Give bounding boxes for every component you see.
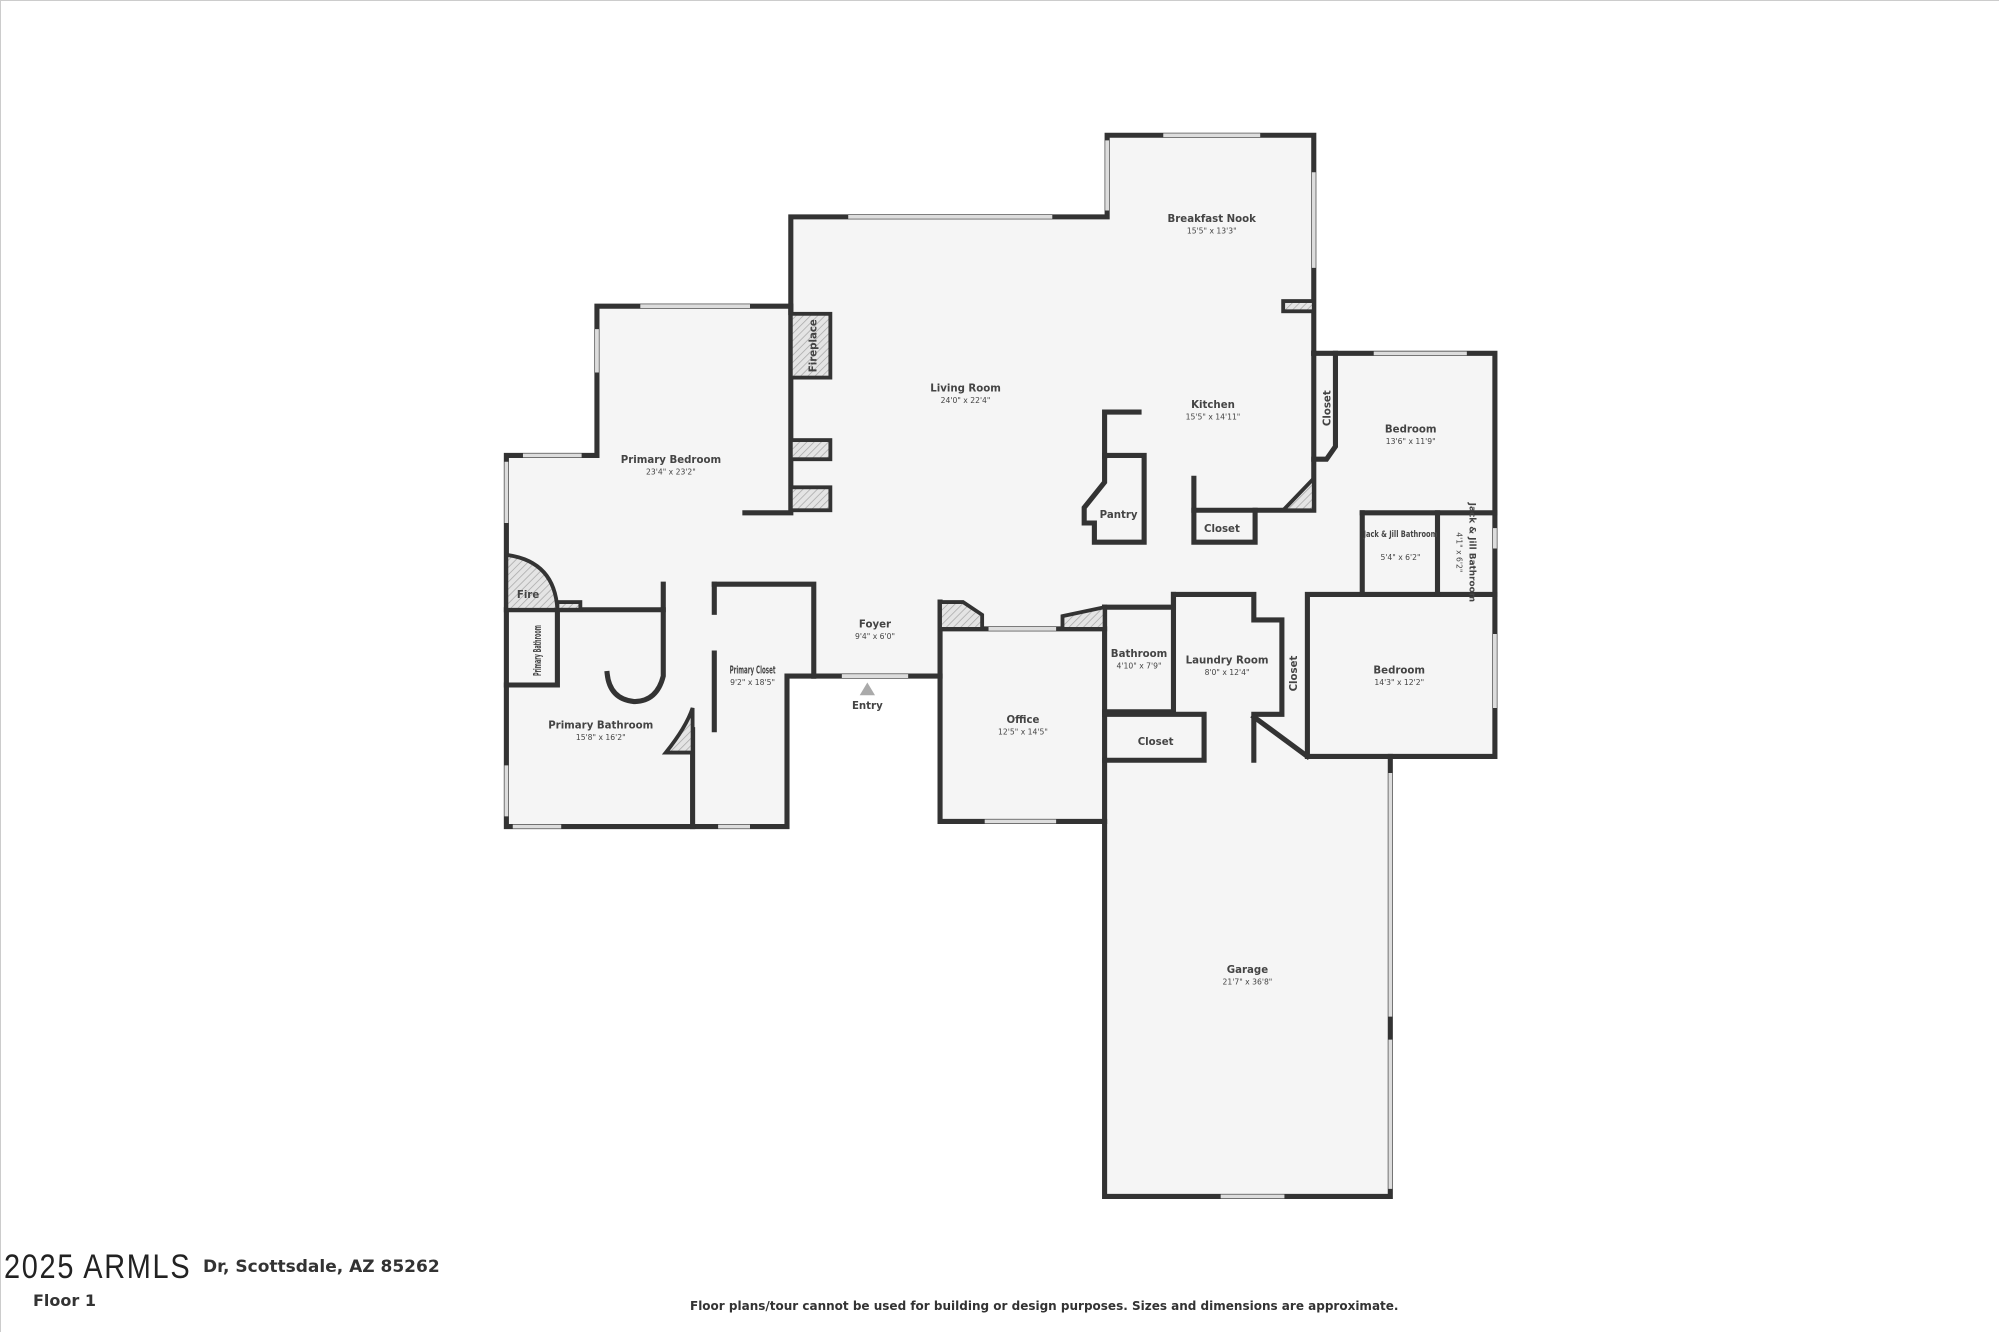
room-dims: 4'1" x 6'2" (1455, 532, 1464, 572)
entry-arrow-icon (859, 682, 875, 696)
fire-label: Fire (517, 590, 539, 601)
room-dims: 15'5" x 14'11" (1186, 413, 1241, 422)
windows (504, 133, 1497, 1199)
room-dims: 15'8" x 16'2" (576, 733, 626, 742)
room-name: Bedroom (1373, 666, 1425, 677)
floor-fill (506, 135, 1495, 1197)
room-dims: 8'0" x 12'4" (1205, 668, 1250, 677)
room-name: Primary Closet (730, 666, 776, 677)
closet-label: Closet (1322, 390, 1333, 426)
room-name: Living Room (930, 384, 1001, 395)
room-name: Jack & Jill Bathroom (1466, 502, 1476, 602)
hatched-elements (504, 299, 1316, 755)
room-name: Kitchen (1191, 400, 1235, 411)
room-dims: 14'3" x 12'2" (1374, 678, 1424, 687)
room-dims: 13'6" x 11'9" (1386, 437, 1436, 446)
room-dims: 12'5" x 14'5" (998, 728, 1048, 737)
room-name: Jack & Jill Bathroom (1363, 530, 1438, 540)
room-dims: 24'0" x 22'4" (941, 396, 991, 405)
watermark: 2025 ARMLS (4, 1248, 192, 1286)
room-name: Breakfast Nook (1168, 214, 1257, 225)
room-dims: 9'4" x 6'0" (855, 632, 895, 641)
room-dims: 9'2" x 18'5" (730, 678, 775, 687)
room-name: Garage (1227, 965, 1268, 976)
room-dims: 4'10" x 7'9" (1117, 661, 1162, 670)
pantry-label: Pantry (1100, 510, 1138, 521)
disclaimer: Floor plans/tour cannot be used for buil… (690, 1299, 1399, 1313)
closet-label: Closet (1204, 524, 1240, 535)
fireplace-label: Fireplace (808, 319, 819, 372)
primary-bathroom-small-label: Primary Bathroom (533, 625, 544, 676)
room-name: Bathroom (1111, 649, 1167, 660)
room-name: Foyer (859, 620, 891, 631)
closet-label: Closet (1138, 737, 1174, 748)
closet-label: Closet (1289, 655, 1300, 691)
room-dims: 15'5" x 13'3" (1187, 226, 1237, 235)
floor-label: Floor 1 (33, 1291, 96, 1310)
address: Dr, Scottsdale, AZ 85262 (203, 1257, 440, 1277)
room-dims: 23'4" x 23'2" (646, 468, 696, 477)
room-name: Primary Bathroom (548, 720, 653, 731)
room-name: Bedroom (1385, 424, 1437, 435)
entry-label: Entry (852, 701, 883, 712)
room-name: Office (1006, 715, 1039, 726)
room-labels: Breakfast Nook 15'5" x 13'3" Living Room… (517, 214, 1477, 987)
room-name: Laundry Room (1186, 655, 1269, 666)
room-dims: 21'7" x 36'8" (1223, 978, 1273, 987)
room-dims: 5'4" x 6'2" (1380, 553, 1420, 562)
room-name: Primary Bedroom (621, 455, 721, 466)
